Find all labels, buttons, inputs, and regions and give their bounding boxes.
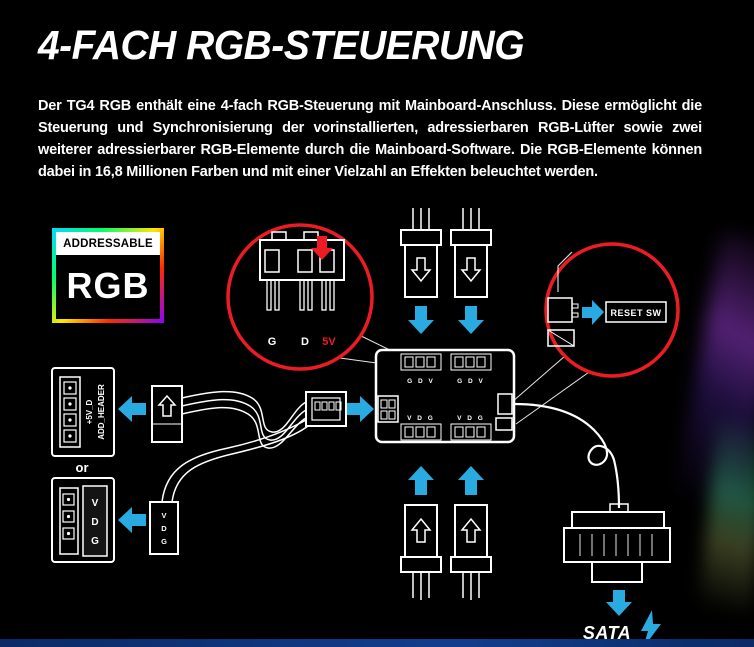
- hub-input-plug: [305, 391, 347, 427]
- footer-accent-bar: [0, 639, 754, 647]
- hub-bottom-header-left: [400, 423, 442, 441]
- sata-power-connector: [563, 503, 671, 583]
- plug-direction-arrow-icon: [157, 394, 177, 417]
- sata-cable: [513, 402, 621, 509]
- hub-bottom-header-right: [450, 423, 492, 441]
- pin-label-g: G: [268, 336, 277, 348]
- vdg-letter: G: [91, 536, 99, 547]
- vdg-plug: V D G: [149, 501, 179, 555]
- addressable-rgb-badge: ADDRESSABLE RGB: [52, 228, 164, 323]
- arrow-down-icon: [458, 306, 484, 334]
- reset-sw-label: RESET SW: [610, 308, 661, 318]
- add-header-box: +5V_D ADD_HEADER: [51, 367, 115, 457]
- vdg-letter: D: [91, 517, 98, 528]
- add-header-pin-icon: [59, 376, 81, 448]
- reset-switch: [495, 417, 513, 431]
- vdg-plug-letter: D: [161, 524, 167, 533]
- arrow-right-icon: [582, 300, 604, 325]
- hub-top-header-left: [400, 353, 442, 371]
- fan-connector-bottom-left: [400, 504, 442, 600]
- fan-connector-top-right: [450, 208, 492, 298]
- or-label: or: [76, 460, 89, 475]
- pin-label-d: D: [301, 336, 309, 348]
- lightning-icon: [641, 610, 661, 647]
- add-header-plug: [151, 385, 183, 443]
- pinout-zoom-callout: G D 5V: [226, 223, 374, 371]
- alert-arrow-icon: [311, 236, 333, 260]
- plug-direction-arrow-icon: [410, 257, 432, 283]
- hub-pin-label: G D V: [407, 378, 435, 385]
- arrow-down-icon: [408, 306, 434, 334]
- badge-rgb-label: RGB: [56, 255, 160, 319]
- description-paragraph: Der TG4 RGB enthält eine 4-fach RGB-Steu…: [38, 98, 702, 180]
- reset-zoom-callout: RESET SW: [544, 242, 680, 378]
- plug-direction-arrow-icon: [460, 517, 482, 543]
- add-header-label-1: +5V_D: [85, 399, 94, 424]
- arrow-up-icon: [408, 466, 434, 495]
- vdg-plug-letter: G: [161, 537, 167, 546]
- hub-top-header-right: [450, 353, 492, 371]
- fan-connector-bottom-right: [450, 504, 492, 600]
- pcb-edge: [557, 251, 573, 292]
- hub-power-connector: [495, 393, 513, 431]
- fan-connector-top-left: [400, 208, 442, 298]
- arrow-down-icon: [606, 590, 632, 616]
- arrow-right-icon: [346, 396, 374, 422]
- hub-pin-label: G D V: [457, 378, 485, 385]
- adapter-cables: [161, 390, 309, 503]
- arrow-up-icon: [458, 466, 484, 495]
- reset-header-component: [547, 297, 579, 347]
- badge-addressable-label: ADDRESSABLE: [56, 232, 160, 255]
- vdg-letter: V: [92, 498, 99, 509]
- add-header-label-2: ADD_HEADER: [97, 384, 106, 440]
- plug-direction-arrow-icon: [410, 517, 432, 543]
- reset-sw-box: [605, 301, 667, 323]
- hub-pin-label: V D G: [407, 415, 435, 422]
- arrow-left-icon: [118, 507, 146, 533]
- pin-label-5v: 5V: [322, 336, 336, 348]
- hub-pin-label: V D G: [457, 415, 485, 422]
- hub-input-connector: [377, 395, 399, 423]
- plug-direction-arrow-icon: [460, 257, 482, 283]
- arrow-left-icon: [118, 396, 146, 422]
- sata-label: SATA: [583, 623, 631, 643]
- rgb-hub: G D V G D V V D G V D G: [374, 348, 516, 444]
- vdg-header-box: V D G: [51, 477, 115, 563]
- vdg-pin-icon: [59, 487, 79, 555]
- page-title: 4-FACH RGB-STEUERUNG: [38, 22, 525, 68]
- vdg-plug-letter: V: [161, 511, 166, 520]
